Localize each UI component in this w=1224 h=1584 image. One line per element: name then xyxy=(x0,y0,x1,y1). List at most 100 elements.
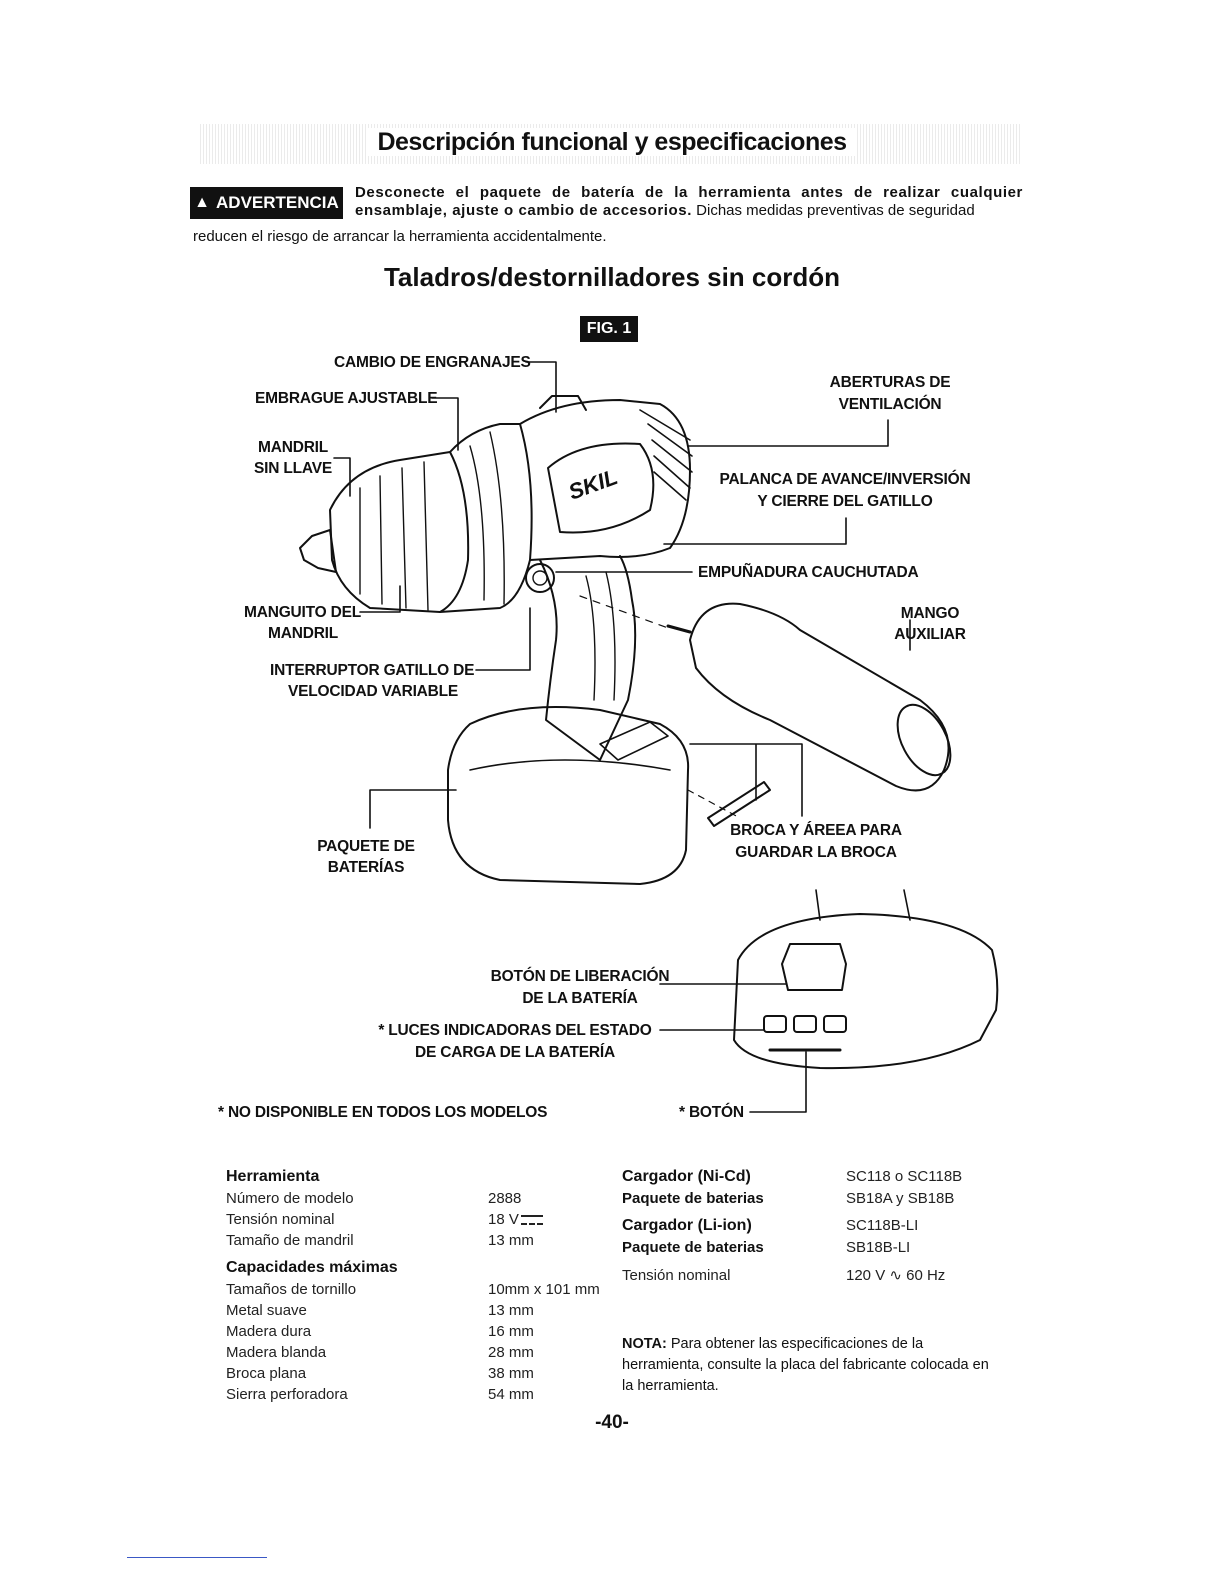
warning-continuation: reducen el riesgo de arrancar la herrami… xyxy=(193,228,607,245)
battery-seam xyxy=(469,759,671,771)
label-bit-2: GUARDAR LA BROCA xyxy=(735,844,897,861)
label-not-available: * NO DISPONIBLE EN TODOS LOS MODELOS xyxy=(218,1104,548,1121)
vent-slots xyxy=(639,409,693,501)
label-fuel-2: DE CARGA DE LA BATERÍA xyxy=(415,1044,615,1061)
grip-texture xyxy=(585,571,616,701)
label-button: * BOTÓN xyxy=(679,1104,744,1121)
spec-battery-nicd: Paquete de baterias xyxy=(622,1190,764,1207)
indicator-led-3 xyxy=(823,1015,847,1033)
clutch-ring xyxy=(439,423,533,613)
leader-clutch xyxy=(431,397,459,451)
label-aux-handle-2: AUXILIAR xyxy=(894,626,966,643)
brand-logo: SKIL xyxy=(565,464,621,505)
label-vents-1: ABERTURAS DE xyxy=(829,374,951,391)
label-fwd-rev-2: Y CIERRE DEL GATILLO xyxy=(757,493,933,510)
spec-label: Sierra perforadora xyxy=(226,1386,348,1403)
dc-symbol-icon xyxy=(520,1215,543,1226)
bit-dashed-line xyxy=(687,789,741,819)
bit-storage-slot xyxy=(599,721,669,761)
page-title: Descripción funcional y especificaciones xyxy=(0,128,1224,157)
gear-switch xyxy=(539,395,587,411)
spec-value-text: 18 V xyxy=(488,1211,519,1228)
spec-label: Tamaño de mandril xyxy=(226,1232,354,1249)
label-release-2: DE LA BATERÍA xyxy=(522,990,638,1007)
figure-label: FIG. 1 xyxy=(580,316,638,342)
spec-value: 38 mm xyxy=(488,1365,534,1382)
spec-charger-li-value: SC118B-LI xyxy=(846,1217,919,1234)
trigger-lock-knob-inner xyxy=(532,570,548,586)
specs-capacity-heading: Capacidades máximas xyxy=(226,1259,398,1276)
release-button-drawing xyxy=(781,943,847,991)
spec-label: Metal suave xyxy=(226,1302,307,1319)
leader-battery xyxy=(369,789,457,829)
warning-badge: ▲ ADVERTENCIA xyxy=(190,187,343,219)
label-adjustable-clutch: EMBRAGUE AJUSTABLE xyxy=(255,390,438,407)
label-gear-change: CAMBIO DE ENGRANAJES xyxy=(334,354,531,371)
footnote-rule xyxy=(127,1557,267,1558)
label-rubber-grip: EMPUÑADURA CAUCHUTADA xyxy=(698,564,919,581)
indicator-led-2 xyxy=(793,1015,817,1033)
trigger-lock-knob xyxy=(525,563,555,593)
label-chuck-sleeve-1: MANGUITO DEL xyxy=(244,604,362,621)
spec-value: 28 mm xyxy=(488,1344,534,1361)
label-keyless-chuck-2: SIN LLAVE xyxy=(254,460,333,477)
label-battery-2: BATERÍAS xyxy=(327,859,405,876)
drill-bit xyxy=(707,781,771,827)
spec-value: 10mm x 101 mm xyxy=(488,1281,600,1298)
leader-trigger xyxy=(475,607,531,671)
brand-panel xyxy=(547,442,655,534)
ac-symbol-icon: ∿ xyxy=(889,1267,902,1284)
warning-bold-text: Desconecte el paquete de batería de la h… xyxy=(355,184,1023,219)
leader-bit xyxy=(689,743,803,817)
section-title: Taladros/destornilladores sin cordón xyxy=(383,262,841,292)
spec-label: Madera dura xyxy=(226,1323,312,1340)
aux-handle-screw xyxy=(666,624,692,634)
spec-label: Broca plana xyxy=(226,1365,307,1382)
spec-label: Tensión nominal xyxy=(226,1211,335,1228)
indicator-led-1 xyxy=(763,1015,787,1033)
aux-handle-end xyxy=(896,703,952,777)
spec-value: 13 mm xyxy=(488,1302,534,1319)
chuck-ridges xyxy=(359,461,429,611)
label-vents-2: VENTILACIÓN xyxy=(838,396,942,413)
spec-value: 2888 xyxy=(488,1190,522,1207)
warning-badge-label: ADVERTENCIA xyxy=(216,193,339,212)
voltage-hz-text: 60 Hz xyxy=(906,1267,946,1284)
warning-triangle-icon: ▲ xyxy=(194,194,211,211)
note-label: NOTA: xyxy=(622,1336,667,1352)
spec-voltage: Tensión nominal xyxy=(622,1267,731,1284)
label-bit-1: BROCA Y ÁREEA PARA xyxy=(730,822,902,839)
leader-vents xyxy=(687,419,889,447)
spec-charger-nicd-value: SC118 o SC118B xyxy=(846,1168,963,1185)
label-battery-1: PAQUETE DE xyxy=(317,838,415,855)
note: NOTA: Para obtener las especificaciones … xyxy=(622,1334,1002,1397)
leader-chuck-sleeve xyxy=(359,585,401,613)
note-text: Para obtener las especificaciones de la … xyxy=(622,1336,989,1394)
label-fwd-rev-1: PALANCA DE AVANCE/INVERSIÓN xyxy=(719,471,971,488)
spec-voltage-value: 120 V ∿ 60 Hz xyxy=(846,1265,945,1286)
spec-value: 54 mm xyxy=(488,1386,534,1403)
label-release-1: BOTÓN DE LIBERACIÓN xyxy=(490,968,670,985)
voltage-value-text: 120 V xyxy=(846,1267,886,1284)
page-number: -40- xyxy=(595,1412,629,1433)
spec-value: 13 mm xyxy=(488,1232,534,1249)
battery-pack xyxy=(447,706,690,885)
spec-label: Tamaños de tornillo xyxy=(226,1281,357,1298)
leader-chuck xyxy=(333,457,351,497)
spec-battery-li-value: SB18B-LI xyxy=(846,1239,911,1256)
chuck-body xyxy=(329,451,470,613)
label-trigger-1: INTERRUPTOR GATILLO DE xyxy=(270,662,475,679)
leader-button xyxy=(749,1051,807,1113)
warning-normal-text: Dichas medidas preventivas de seguridad xyxy=(692,202,975,219)
specs-tool-heading: Herramienta xyxy=(226,1168,320,1185)
battery-detail xyxy=(733,913,999,1070)
label-aux-handle-1: MANGO xyxy=(900,605,960,622)
label-fuel-1: * LUCES INDICADORAS DEL ESTADO xyxy=(378,1022,652,1039)
spec-battery-li: Paquete de baterias xyxy=(622,1239,764,1256)
label-chuck-sleeve-2: MANDRIL xyxy=(268,625,339,642)
aux-handle-dashed-line xyxy=(579,595,669,629)
spec-label: Número de modelo xyxy=(226,1190,354,1207)
spec-charger-li: Cargador (Li-ion) xyxy=(622,1217,752,1234)
leader-gear-change xyxy=(525,361,557,413)
